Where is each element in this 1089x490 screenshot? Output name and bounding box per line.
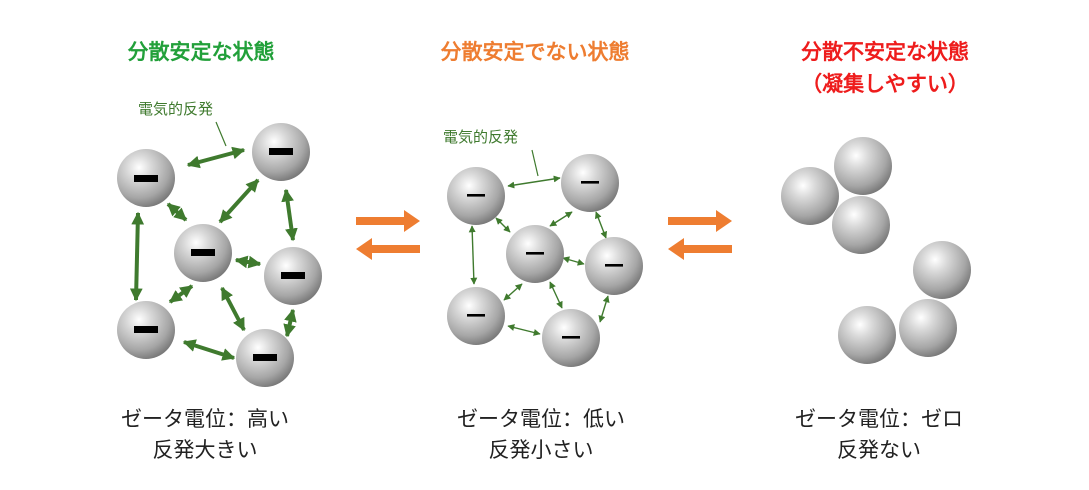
particle-icon	[899, 299, 957, 357]
unstable-repulsion-label: 電気的反発	[443, 128, 519, 146]
repulsion-arrow-icon	[186, 146, 246, 169]
repulsion-arrow-icon	[507, 324, 541, 336]
repulsion-arrow-icon	[562, 256, 585, 266]
repulsion-arrow-icon	[182, 339, 236, 361]
negative-charge-icon	[191, 249, 215, 256]
aggregated-title-line2: （凝集しやすい）	[801, 72, 969, 96]
stable-repulsion-label: 電気的反発	[138, 100, 214, 118]
repulsion-arrow-icon	[168, 284, 194, 304]
particle-icon	[913, 241, 971, 299]
unstable-particles	[447, 154, 643, 367]
repulsion-arrow-icon	[495, 217, 511, 233]
repulsion-arrow-icon	[166, 202, 188, 222]
negative-charge-icon	[581, 181, 599, 184]
stable-charges	[134, 148, 305, 361]
aggregated-particles	[781, 137, 971, 364]
negative-charge-icon	[467, 194, 485, 197]
particle-icon	[832, 196, 890, 254]
stable-label-pointer	[215, 121, 227, 147]
stable-particles	[117, 123, 322, 387]
unstable-zeta-potential: ゼータ電位：低い	[457, 407, 625, 431]
negative-charge-icon	[134, 175, 158, 182]
negative-charge-icon	[253, 354, 277, 361]
repulsion-arrow-icon	[549, 281, 563, 309]
repulsion-arrow-icon	[598, 295, 610, 323]
negative-charge-icon	[467, 314, 485, 317]
repulsion-arrow-icon	[234, 255, 262, 269]
particle-icon	[838, 306, 896, 364]
negative-charge-icon	[562, 336, 580, 339]
stable-title: 分散安定な状態	[127, 40, 275, 64]
repulsion-arrow-icon	[220, 286, 246, 332]
unstable-title: 分散安定でない状態	[440, 40, 630, 64]
unstable-label-pointer	[531, 149, 539, 177]
unstable-caption: ゼータ電位：低い 反発小さい	[426, 404, 656, 466]
repulsion-arrow-icon	[129, 211, 145, 302]
repulsion-arrow-icon	[218, 178, 260, 224]
particle-icon	[834, 137, 892, 195]
particle-icon	[781, 167, 839, 225]
unstable-charges	[467, 181, 623, 339]
repulsion-arrow-icon	[549, 211, 573, 227]
equilibrium-arrows-icon	[668, 210, 732, 260]
repulsion-arrow-icon	[507, 175, 561, 189]
negative-charge-icon	[605, 264, 623, 267]
stable-arrows	[129, 146, 298, 361]
unstable-arrows	[468, 175, 610, 336]
repulsion-arrow-icon	[594, 211, 608, 239]
stable-caption: ゼータ電位：高い 反発大きい	[90, 404, 320, 466]
repulsion-arrow-icon	[281, 188, 298, 242]
negative-charge-icon	[134, 326, 158, 333]
aggregated-repulsion-level: 反発ない	[837, 438, 921, 462]
aggregated-caption: ゼータ電位：ゼロ 反発ない	[764, 404, 994, 466]
repulsion-arrow-icon	[468, 225, 478, 285]
repulsion-arrow-icon	[283, 308, 297, 338]
unstable-repulsion-level: 反発小さい	[488, 438, 594, 462]
negative-charge-icon	[526, 252, 544, 255]
negative-charge-icon	[269, 148, 293, 155]
negative-charge-icon	[281, 272, 305, 279]
stable-repulsion-level: 反発大きい	[152, 438, 258, 462]
equilibrium-arrows-icon	[356, 210, 420, 260]
aggregated-title-line1: 分散不安定な状態	[801, 40, 969, 64]
stable-zeta-potential: ゼータ電位：高い	[121, 407, 289, 431]
aggregated-zeta-potential: ゼータ電位：ゼロ	[795, 407, 963, 431]
repulsion-arrow-icon	[503, 283, 523, 301]
